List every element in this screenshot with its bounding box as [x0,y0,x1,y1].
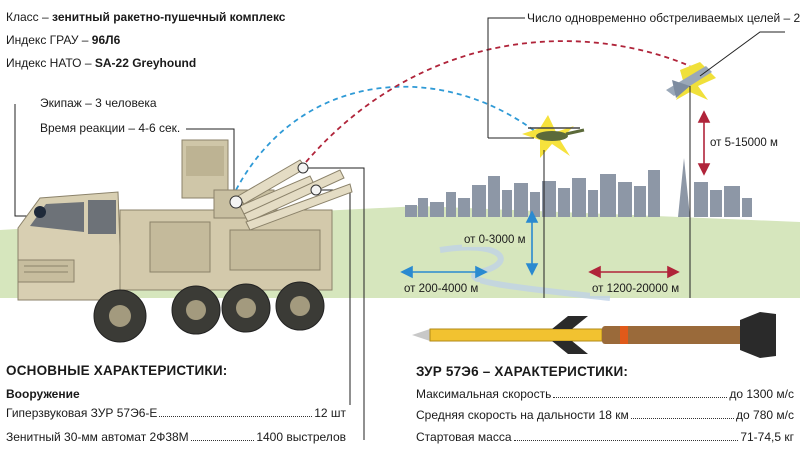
crew-callout: Экипаж – 3 человека [40,96,157,110]
leader-targets [487,17,525,138]
range-arrow-gun [400,265,488,279]
city-skyline [405,158,752,217]
altitude-arrow-missile [697,110,711,176]
spec-value: 71-74,5 кг [740,430,794,444]
missile-spec-row-mass: Стартовая масса 71-74,5 кг [416,430,794,444]
dot-leader [630,418,735,419]
missile-specs-title: ЗУР 57Э6 – ХАРАКТЕРИСТИКИ: [416,364,629,379]
altitude-missile-label: от 5-15000 м [710,137,778,149]
dot-leader [553,397,728,398]
pantsir-truck [17,139,353,343]
spec-value: до 1300 м/с [729,387,794,401]
range-missile-label: от 1200-20000 м [590,282,682,296]
jet-target [666,62,716,100]
leader-crew [14,104,40,217]
red-trajectory [305,40,691,163]
range-arrow-missile [588,265,680,279]
dot-leader [159,416,313,417]
class-value: зенитный ракетно-пушечный комплекс [52,10,286,24]
spec-value: до 780 м/с [736,408,794,422]
nato-label: Индекс НАТО – [6,56,95,70]
spec-value: 12 шт [314,406,346,420]
missile-57e6 [412,312,776,358]
leader-reaction [186,128,235,200]
reaction-time-callout: Время реакции – 4-6 сек. [40,121,181,135]
spec-label: Средняя скорость на дальности 18 км [416,408,629,422]
spec-value: 1400 выстрелов [256,430,346,444]
class-line: Класс – зенитный ракетно-пушечный компле… [6,10,285,24]
range-gun-label: от 200-4000 м [402,282,481,296]
spec-label: Стартовая масса [416,430,512,444]
missile-spec-row-avg-speed: Средняя скорость на дальности 18 км до 7… [416,408,794,422]
helicopter-target [522,115,585,158]
altitude-gun-label: от 0-3000 м [462,233,528,247]
spec-label: Гиперзвуковая ЗУР 57Э6-Е [6,406,158,420]
weapons-title: Вооружение [6,387,80,401]
leader-jet [699,31,785,77]
grau-value: 96Л6 [91,33,121,47]
class-label: Класс – [6,10,53,24]
leader-missile [303,167,365,440]
altitude-arrow-gun [525,210,539,276]
spec-label: Зенитный 30-мм автомат 2Ф38М [6,430,189,444]
spec-row-missiles: Гиперзвуковая ЗУР 57Э6-Е 12 шт [6,406,346,420]
missile-spec-row-max-speed: Максимальная скорость до 1300 м/с [416,387,794,401]
grau-line: Индекс ГРАУ – 96Л6 [6,33,120,47]
dot-leader [513,440,739,441]
grau-label: Индекс ГРАУ – [6,33,92,47]
nato-value: SA-22 Greyhound [94,56,197,70]
dot-leader [190,440,255,441]
nato-line: Индекс НАТО – SA-22 Greyhound [6,56,196,70]
spec-label: Максимальная скорость [416,387,552,401]
targets-callout: Число одновременно обстреливаемых целей … [527,11,800,25]
main-specs-title: ОСНОВНЫЕ ХАРАКТЕРИСТИКИ: [6,363,228,378]
spec-row-cannon: Зенитный 30-мм автомат 2Ф38М 1400 выстре… [6,430,346,444]
